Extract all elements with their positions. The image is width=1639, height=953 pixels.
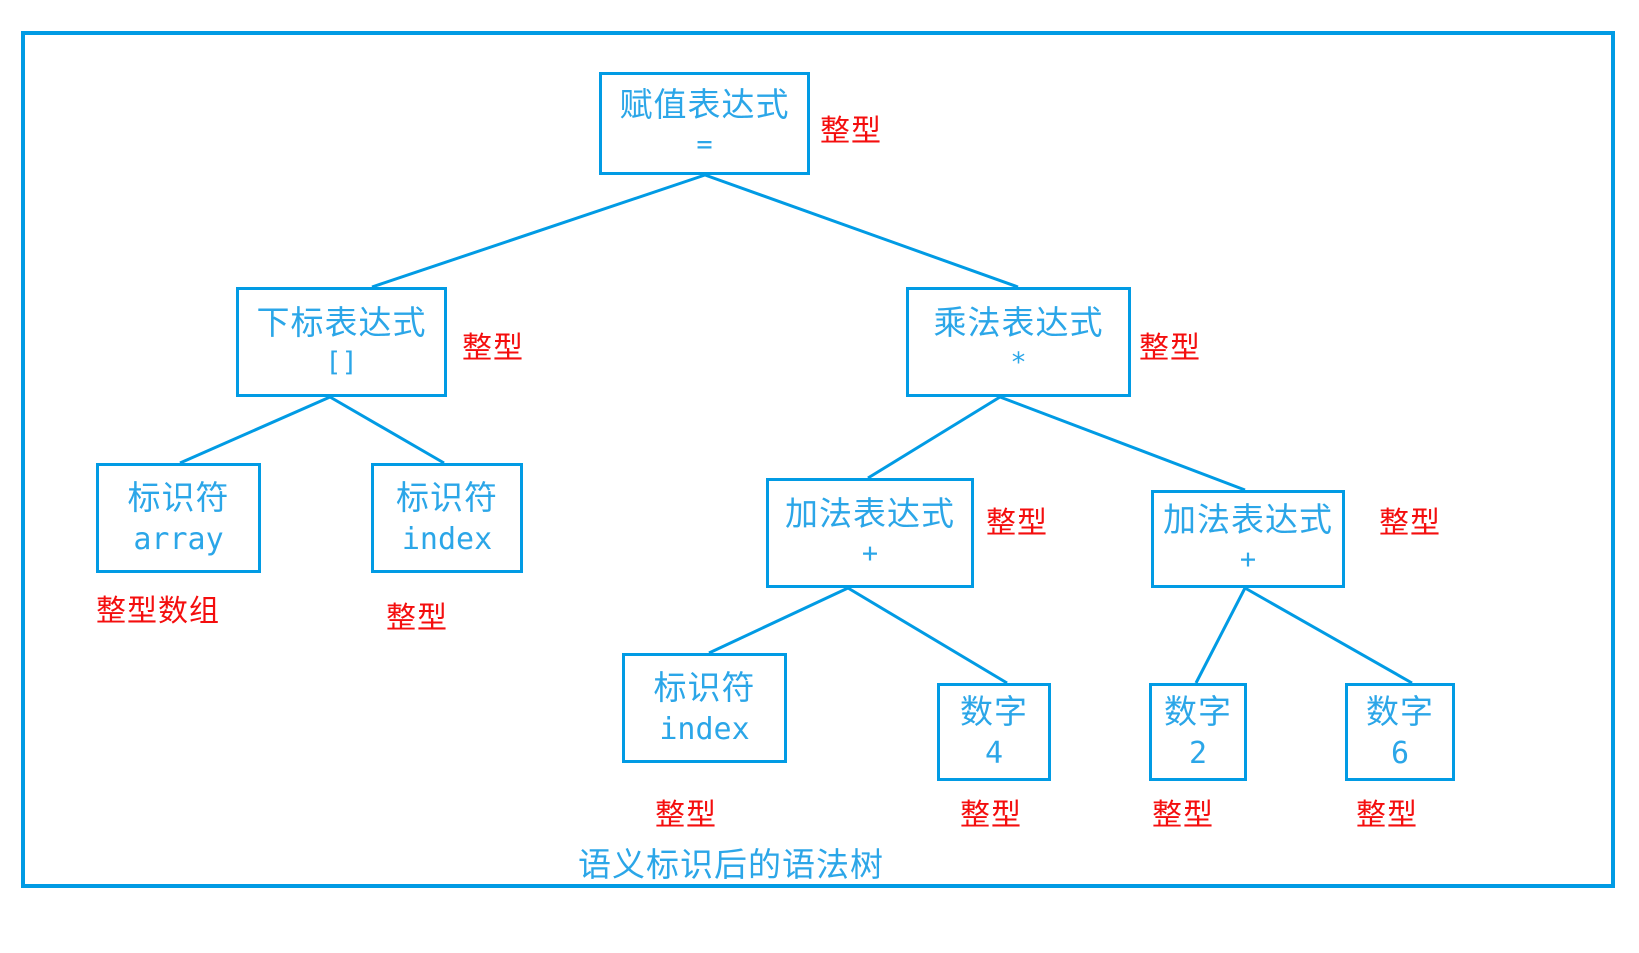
node-value: +: [1239, 544, 1257, 576]
node-label: 赋值表达式: [619, 84, 790, 124]
tree-node-ident-index-2[interactable]: 标识符 index: [622, 653, 787, 763]
node-label: 数字: [960, 691, 1028, 731]
node-label: 标识符: [396, 477, 498, 517]
node-value: *: [1010, 347, 1027, 379]
node-value: index: [401, 521, 493, 557]
node-label: 乘法表达式: [933, 303, 1104, 343]
type-ident-index-2: 整型: [655, 798, 717, 833]
node-value: []: [325, 347, 358, 379]
type-add-left: 整型: [986, 506, 1048, 541]
tree-node-subscript[interactable]: 下标表达式 []: [236, 287, 447, 397]
tree-node-num-2[interactable]: 数字 2: [1149, 683, 1247, 781]
type-ident-array: 整型数组: [96, 594, 220, 629]
tree-node-num-4[interactable]: 数字 4: [937, 683, 1051, 781]
tree-node-add-right[interactable]: 加法表达式 +: [1151, 490, 1345, 588]
node-value: array: [133, 521, 224, 557]
type-add-right: 整型: [1379, 506, 1441, 541]
tree-node-num-6[interactable]: 数字 6: [1345, 683, 1455, 781]
tree-node-multiply[interactable]: 乘法表达式 *: [906, 287, 1131, 397]
tree-node-ident-index-1[interactable]: 标识符 index: [371, 463, 523, 573]
type-num-6: 整型: [1356, 798, 1418, 833]
node-value: 4: [984, 735, 1004, 771]
node-value: =: [696, 128, 713, 160]
tree-node-ident-array[interactable]: 标识符 array: [96, 463, 261, 573]
type-ident-index-1: 整型: [386, 601, 448, 636]
type-num-2: 整型: [1152, 798, 1214, 833]
type-num-4: 整型: [960, 798, 1022, 833]
tree-node-add-left[interactable]: 加法表达式 +: [766, 478, 974, 588]
node-value: 6: [1390, 735, 1410, 771]
node-value: 2: [1188, 735, 1208, 771]
node-label: 数字: [1164, 691, 1232, 731]
type-multiply: 整型: [1139, 331, 1201, 366]
type-assign: 整型: [820, 114, 882, 149]
node-label: 下标表达式: [256, 303, 427, 343]
node-value: +: [861, 538, 879, 570]
figure-caption: 语义标识后的语法树: [578, 845, 884, 884]
node-label: 加法表达式: [1163, 500, 1333, 540]
node-label: 标识符: [653, 667, 756, 707]
node-label: 标识符: [127, 477, 230, 517]
type-subscript: 整型: [462, 331, 524, 366]
node-value: index: [659, 711, 750, 747]
node-label: 加法表达式: [785, 494, 955, 534]
tree-node-assign[interactable]: 赋值表达式 =: [599, 72, 810, 175]
node-label: 数字: [1366, 691, 1434, 731]
